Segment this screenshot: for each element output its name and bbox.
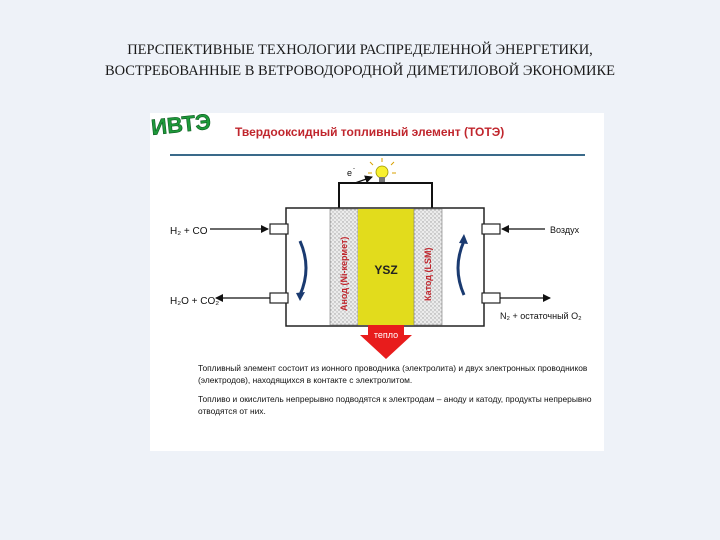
electron-minus: -	[353, 166, 355, 172]
air-outlet-port	[481, 292, 501, 304]
electrolyte-label: YSZ	[374, 263, 397, 277]
air-inlet-port	[481, 223, 501, 235]
slide-title: ПЕРСПЕКТИВНЫЕ ТЕХНОЛОГИИ РАСПРЕДЕЛЕННОЙ …	[20, 40, 700, 82]
anode-layer	[329, 208, 359, 326]
electron-label: e	[347, 168, 352, 178]
heat-label: тепло	[374, 330, 398, 340]
air-inlet-label: Воздух	[550, 225, 580, 235]
anode-flow-arrow	[298, 240, 308, 296]
exhaust-outlet-label: H₂O + CO₂	[170, 296, 219, 307]
anode-flow-arrowhead	[296, 292, 305, 301]
sofc-diagram: ИВТЭ Твердооксидный топливный элемент (Т…	[150, 113, 585, 359]
cathode-layer	[413, 208, 443, 326]
anode-label: Анод (Ni-кермет)	[339, 237, 349, 311]
fuel-inlet-label: H₂ + CO	[170, 226, 208, 237]
cathode-flow-arrowhead	[459, 234, 468, 244]
figure-heading: Твердооксидный топливный элемент (ТОТЭ)	[235, 125, 504, 139]
external-circuit-wire	[338, 182, 433, 208]
fuel-outlet-port	[269, 292, 289, 304]
cathode-flow-arrow	[456, 240, 466, 296]
slide-title-line-2: ВОСТРЕБОВАННЫЕ В ВЕТРОВОДОРОДНОЙ ДИМЕТИЛ…	[104, 63, 616, 79]
figure-caption: Топливный элемент состоит из ионного про…	[198, 363, 598, 425]
light-bulb-icon	[368, 158, 396, 182]
cathode-label: Катод (LSM)	[423, 248, 433, 301]
air-outlet-label: N₂ + остаточный O₂	[500, 311, 582, 321]
fuel-inlet-port	[269, 223, 289, 235]
electron-flow-arrow	[354, 175, 373, 184]
heat-arrow	[360, 325, 412, 359]
caption-paragraph-1: Топливный элемент состоит из ионного про…	[198, 363, 588, 385]
caption-paragraph-2: Топливо и окислитель непрерывно подводят…	[198, 394, 592, 416]
electrolyte-layer	[358, 209, 414, 325]
sofc-figure: ИВТЭ Твердооксидный топливный элемент (Т…	[150, 113, 604, 451]
ivte-logo: ИВТЭ	[150, 113, 212, 140]
slide-title-line-1: ПЕРСПЕКТИВНЫЕ ТЕХНОЛОГИИ РАСПРЕДЕЛЕННОЙ …	[127, 42, 593, 58]
